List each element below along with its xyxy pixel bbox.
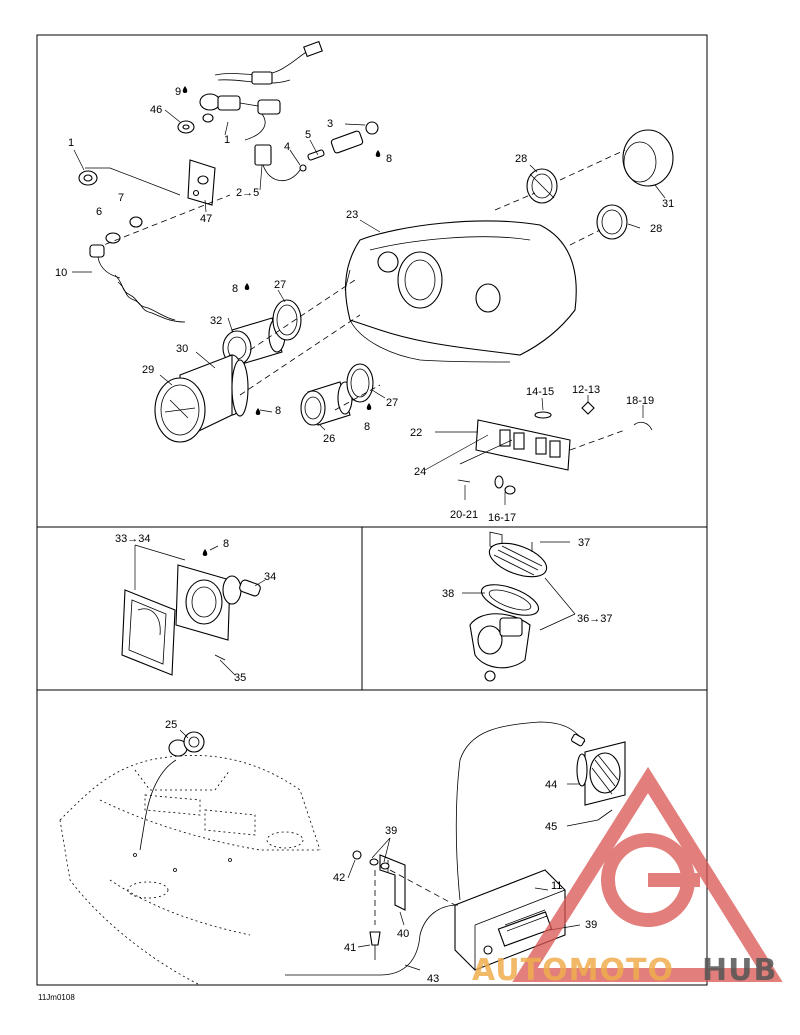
label-22: 22 [410, 427, 422, 439]
label-23: 23 [346, 209, 358, 221]
label-43: 43 [427, 973, 439, 985]
ring-27-upper [272, 299, 302, 341]
socket-3-5 [307, 121, 379, 161]
switch-2-5 [254, 144, 307, 182]
label-39a: 39 [385, 825, 397, 837]
assembly-lines-top [239, 149, 626, 411]
watermark-text-part1: AUTOMOTO [472, 953, 674, 988]
label-29: 29 [142, 364, 154, 376]
label-9: 9 [175, 86, 181, 98]
ring-27-lower [346, 363, 374, 403]
label-6: 6 [96, 206, 102, 218]
label-25: 25 [165, 719, 177, 731]
label-32: 32 [210, 315, 222, 327]
cap-28-lower [596, 204, 628, 240]
diagram-code: 11Jm0108 [38, 993, 75, 1002]
light-assembly-36-37: 37 38 36→37 [442, 537, 612, 682]
label-40: 40 [397, 928, 409, 940]
adhesive-drop-icons [182, 86, 381, 556]
label-27b: 27 [386, 397, 398, 409]
watermark-text: AUTOMOTO HUB [472, 953, 777, 988]
label-45: 45 [545, 821, 557, 833]
cap-31 [622, 129, 674, 187]
label-34: 34 [264, 571, 276, 583]
grommet-1 [78, 170, 98, 186]
label-26: 26 [323, 433, 335, 445]
harness-10 [89, 244, 186, 323]
label-18-19: 18-19 [626, 395, 654, 407]
label-39b: 39 [585, 919, 597, 931]
cap-28-upper [526, 168, 558, 204]
label-20-21: 20-21 [450, 509, 478, 521]
label-38: 38 [442, 588, 454, 600]
diagram-frames [36, 34, 708, 986]
label-31: 31 [662, 198, 674, 210]
label-47: 47 [200, 213, 212, 225]
outlet-25: 25 [139, 719, 205, 851]
label-5: 5 [305, 129, 311, 141]
tachometer-29 [154, 354, 249, 443]
label-35: 35 [234, 672, 246, 684]
label-46: 46 [150, 104, 162, 116]
label-36-37: 36→37 [577, 613, 612, 625]
label-8e: 8 [223, 538, 229, 550]
label-28b: 28 [650, 223, 662, 235]
label-4: 4 [284, 141, 290, 153]
leader-lines-top [72, 109, 666, 505]
label-12-13: 12-13 [572, 384, 600, 396]
label-42: 42 [333, 872, 345, 884]
label-1b: 1 [224, 134, 230, 146]
switch-panel-22 [475, 419, 626, 550]
washer-46 [177, 120, 195, 134]
label-30: 30 [176, 343, 188, 355]
label-33-34: 33→34 [115, 533, 150, 545]
gauge-26 [300, 381, 353, 426]
console-23 [344, 220, 577, 363]
label-7: 7 [118, 192, 124, 204]
watermark-text-part2: HUB [702, 953, 777, 988]
ignition-switch-assembly [199, 40, 323, 141]
label-11: 11 [551, 880, 562, 892]
label-37: 37 [578, 537, 590, 549]
label-8d: 8 [364, 421, 370, 433]
label-24: 24 [414, 466, 426, 478]
body-outline [59, 755, 321, 986]
bracket-47 [187, 159, 216, 206]
label-8c: 8 [275, 405, 281, 417]
watermark-logo [512, 766, 783, 982]
label-10: 10 [55, 267, 67, 279]
parts-6-7 [95, 194, 231, 249]
label-27a: 27 [274, 279, 286, 291]
label-8a: 8 [386, 153, 392, 165]
label-3: 3 [327, 118, 333, 130]
label-14-15: 14-15 [526, 386, 554, 398]
label-28a: 28 [515, 153, 527, 165]
speaker-44: 44 45 [545, 733, 626, 833]
parts-small-switch [457, 401, 653, 495]
label-16-17: 16-17 [488, 512, 516, 524]
label-1: 1 [68, 137, 74, 149]
cover-33-34: 33→34 8 34 35 [115, 533, 276, 684]
label-41: 41 [344, 942, 356, 954]
label-44: 44 [545, 779, 557, 791]
label-2-5: 2→5 [236, 187, 259, 199]
label-8b: 8 [232, 283, 238, 295]
labels-top: 9 46 1 1 3 5 4 8 2→5 7 6 47 10 28 31 23 … [55, 86, 674, 524]
